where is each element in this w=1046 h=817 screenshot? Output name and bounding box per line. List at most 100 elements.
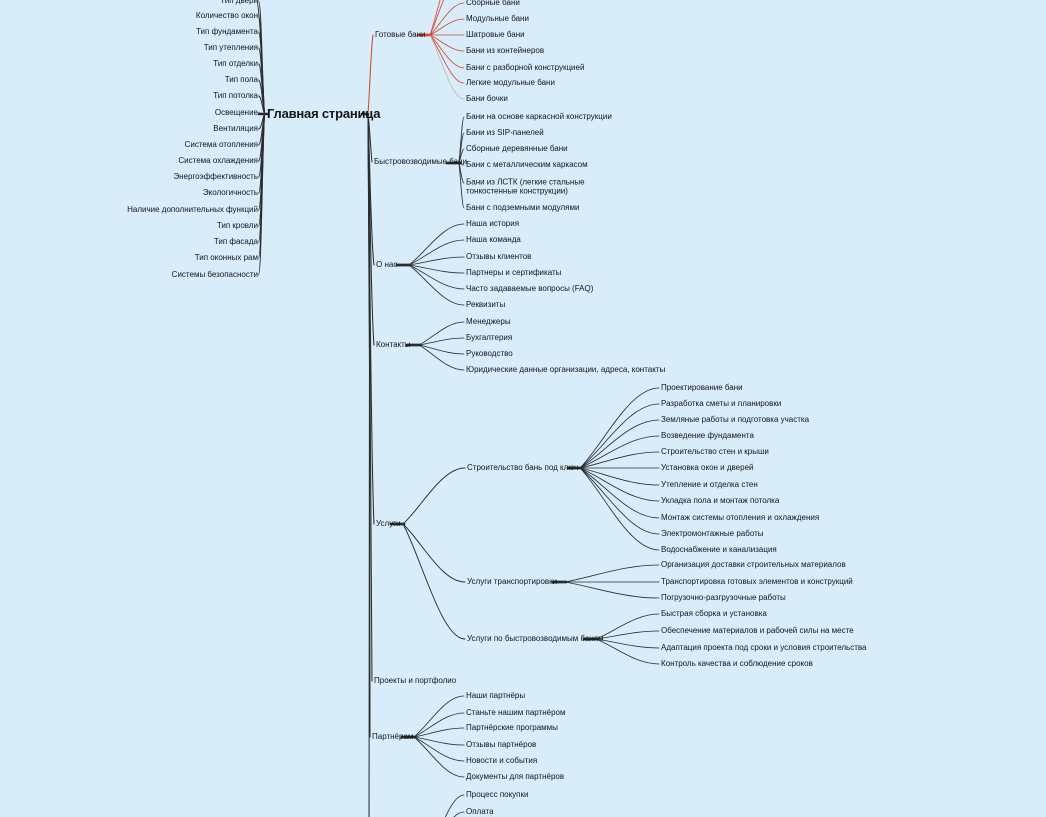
mindmap-node-leaf[interactable]: Отзывы клиентов: [466, 252, 532, 262]
mindmap-node-left[interactable]: Системы безопасности: [171, 270, 258, 280]
mindmap-node-leaf[interactable]: Легкие модульные бани: [466, 78, 555, 88]
mindmap-node-left[interactable]: Система отопления: [184, 140, 258, 150]
edge: [453, 811, 465, 817]
edge: [408, 223, 465, 266]
mindmap-node-left[interactable]: Экологичность: [202, 188, 258, 198]
edge: [564, 581, 660, 599]
mindmap-node-leaf[interactable]: Сборные бани: [466, 0, 520, 8]
mindmap-node-leaf[interactable]: Утепление и отделка стен: [661, 480, 758, 490]
mindmap-node-left[interactable]: Тип кровли: [216, 221, 258, 231]
mindmap-node-left[interactable]: Количество окон: [195, 11, 258, 21]
mindmap-node-left[interactable]: Тип фасада: [213, 237, 258, 247]
mindmap-node-left[interactable]: Тип потолка: [213, 91, 258, 101]
mindmap-node-leaf[interactable]: Погрузочно-разгрузочные работы: [661, 593, 786, 603]
edge: [367, 34, 374, 115]
mindmap-node-leaf[interactable]: Укладка пола и монтаж потолка: [661, 496, 780, 506]
mindmap-node-leaf[interactable]: Строительство стен и крыши: [661, 447, 769, 457]
mindmap-node-left[interactable]: Тип двери: [220, 0, 258, 6]
mindmap-node-leaf[interactable]: Организация доставки строительных матери…: [661, 560, 846, 570]
edge: [579, 467, 660, 486]
edge: [258, 113, 265, 276]
mindmap-node-leaf[interactable]: Монтаж системы отопления и охлаждения: [661, 513, 820, 523]
mindmap-node-leaf[interactable]: Документы для партнёров: [466, 772, 565, 782]
mindmap-node-leaf[interactable]: Оплата: [466, 807, 494, 817]
mindmap-node-branch[interactable]: Готовые бани: [375, 30, 426, 40]
mindmap-node-leaf[interactable]: Транспортировка готовых элементов и конс…: [661, 577, 853, 587]
mindmap-node-leaf[interactable]: Станьте нашим партнёром: [466, 708, 566, 718]
mindmap-node-leaf[interactable]: Часто задаваемые вопросы (FAQ): [466, 284, 594, 294]
mindmap-node-leaf[interactable]: Новости и события: [466, 756, 538, 766]
mindmap-node-left[interactable]: Энергоэффективность: [173, 172, 258, 182]
mindmap-node-left[interactable]: Тип отделки: [213, 59, 258, 69]
mindmap-node-left[interactable]: Наличие дополнительных функций: [127, 205, 258, 215]
mindmap-node-leaf[interactable]: Партнеры и сертификаты: [466, 268, 562, 278]
mindmap-node-leaf[interactable]: Контроль качества и соблюдение сроков: [661, 659, 813, 669]
mindmap-node-group[interactable]: Строительство бань под ключ: [467, 463, 579, 473]
mindmap-node-leaf[interactable]: Бани из контейнеров: [466, 46, 545, 56]
mindmap-node-branch[interactable]: Контакты: [376, 340, 411, 350]
edge: [418, 337, 465, 346]
mindmap-node-leaf[interactable]: Возведение фундамента: [661, 431, 754, 441]
mindmap-node-leaf[interactable]: Процесс покупки: [466, 790, 529, 800]
mindmap-node-leaf[interactable]: Бани бочки: [466, 94, 508, 104]
mindmap-node-group[interactable]: Услуги по быстровозводимым баням: [467, 634, 604, 644]
mindmap-node-leaf[interactable]: Электромонтажные работы: [661, 529, 764, 539]
mindmap-node-leaf[interactable]: Бани из SIP-панелей: [466, 128, 544, 138]
mindmap-node-leaf[interactable]: Юридические данные организации, адреса, …: [466, 365, 666, 375]
mindmap-node-leaf[interactable]: Бани с металлическим каркасом: [466, 160, 588, 170]
edge: [429, 34, 465, 69]
mindmap-node-branch[interactable]: Услуги: [376, 519, 401, 529]
edge: [429, 2, 465, 36]
edge: [595, 613, 660, 640]
edge: [408, 264, 465, 274]
mindmap-node-leaf[interactable]: Реквизиты: [466, 300, 506, 310]
mindmap-node-leaf[interactable]: Шатровые бани: [466, 30, 525, 40]
edge: [408, 239, 465, 266]
mindmap-node-leaf[interactable]: Бани с подземными модулями: [466, 203, 580, 213]
edge: [402, 523, 466, 640]
mindmap-node-leaf[interactable]: Бухгалтерия: [466, 333, 513, 343]
mindmap-root[interactable]: Главная страница: [267, 106, 381, 122]
edge: [579, 403, 660, 469]
mindmap-node-leaf[interactable]: Быстрая сборка и установка: [661, 609, 767, 619]
mindmap-node-left[interactable]: Освещение: [214, 108, 258, 118]
mindmap-node-branch[interactable]: О нас: [376, 260, 398, 270]
edge: [579, 419, 660, 469]
mindmap-node-left[interactable]: Тип пола: [224, 75, 258, 85]
mindmap-node-branch[interactable]: Партнёрам: [372, 732, 414, 742]
mindmap-node-branch[interactable]: Быстровозводимые бани: [374, 157, 467, 167]
mindmap-node-group[interactable]: Услуги транспортировки: [467, 577, 558, 587]
mindmap-node-left[interactable]: Система охлаждения: [178, 156, 258, 166]
edge: [408, 264, 465, 290]
mindmap-node-left[interactable]: Вентиляция: [213, 124, 258, 134]
mindmap-node-left[interactable]: Тип утепления: [203, 43, 258, 53]
edge: [413, 727, 465, 738]
mindmap-node-left[interactable]: Тип оконных рам: [194, 253, 258, 263]
mindmap-node-leaf[interactable]: Партнёрские программы: [466, 723, 558, 733]
mindmap-node-leaf[interactable]: Наша команда: [466, 235, 521, 245]
edge: [579, 387, 660, 469]
mindmap-node-leaf[interactable]: Бани с разборной конструкцией: [466, 63, 585, 73]
edge: [595, 638, 660, 665]
mindmap-node-leaf[interactable]: Отзывы партнёров: [466, 740, 537, 750]
mindmap-node-leaf[interactable]: Модульные бани: [466, 14, 529, 24]
mindmap-node-leaf[interactable]: Проектирование бани: [661, 383, 743, 393]
mindmap-node-leaf[interactable]: Установка окон и дверей: [661, 463, 754, 473]
mindmap-node-leaf[interactable]: Адаптация проекта под сроки и условия ст…: [661, 643, 867, 653]
mindmap-node-leaf[interactable]: Бани из ЛСТК (легкие стальные тонкостенн…: [466, 177, 585, 196]
mindmap-node-leaf[interactable]: Разработка сметы и планировки: [661, 399, 782, 409]
mindmap-node-leaf[interactable]: Обеспечение материалов и рабочей силы на…: [661, 626, 854, 636]
mindmap-node-branch[interactable]: Проекты и портфолио: [374, 676, 457, 686]
edge: [408, 256, 465, 266]
mindmap-node-leaf[interactable]: Руководство: [466, 349, 513, 359]
edge: [579, 467, 660, 551]
mindmap-node-leaf[interactable]: Водоснабжение и канализация: [661, 545, 777, 555]
mindmap-node-leaf[interactable]: Земляные работы и подготовка участка: [661, 415, 810, 425]
mindmap-node-leaf[interactable]: Менеджеры: [466, 317, 511, 327]
mindmap-node-left[interactable]: Тип фундамента: [196, 27, 258, 37]
mindmap-node-leaf[interactable]: Бани на основе каркасной конструкции: [466, 112, 612, 122]
mindmap-node-leaf[interactable]: Наши партнёры: [466, 691, 526, 701]
mindmap-node-leaf[interactable]: Наша история: [466, 219, 520, 229]
mindmap-node-leaf[interactable]: Сборные деревянные бани: [466, 144, 568, 154]
